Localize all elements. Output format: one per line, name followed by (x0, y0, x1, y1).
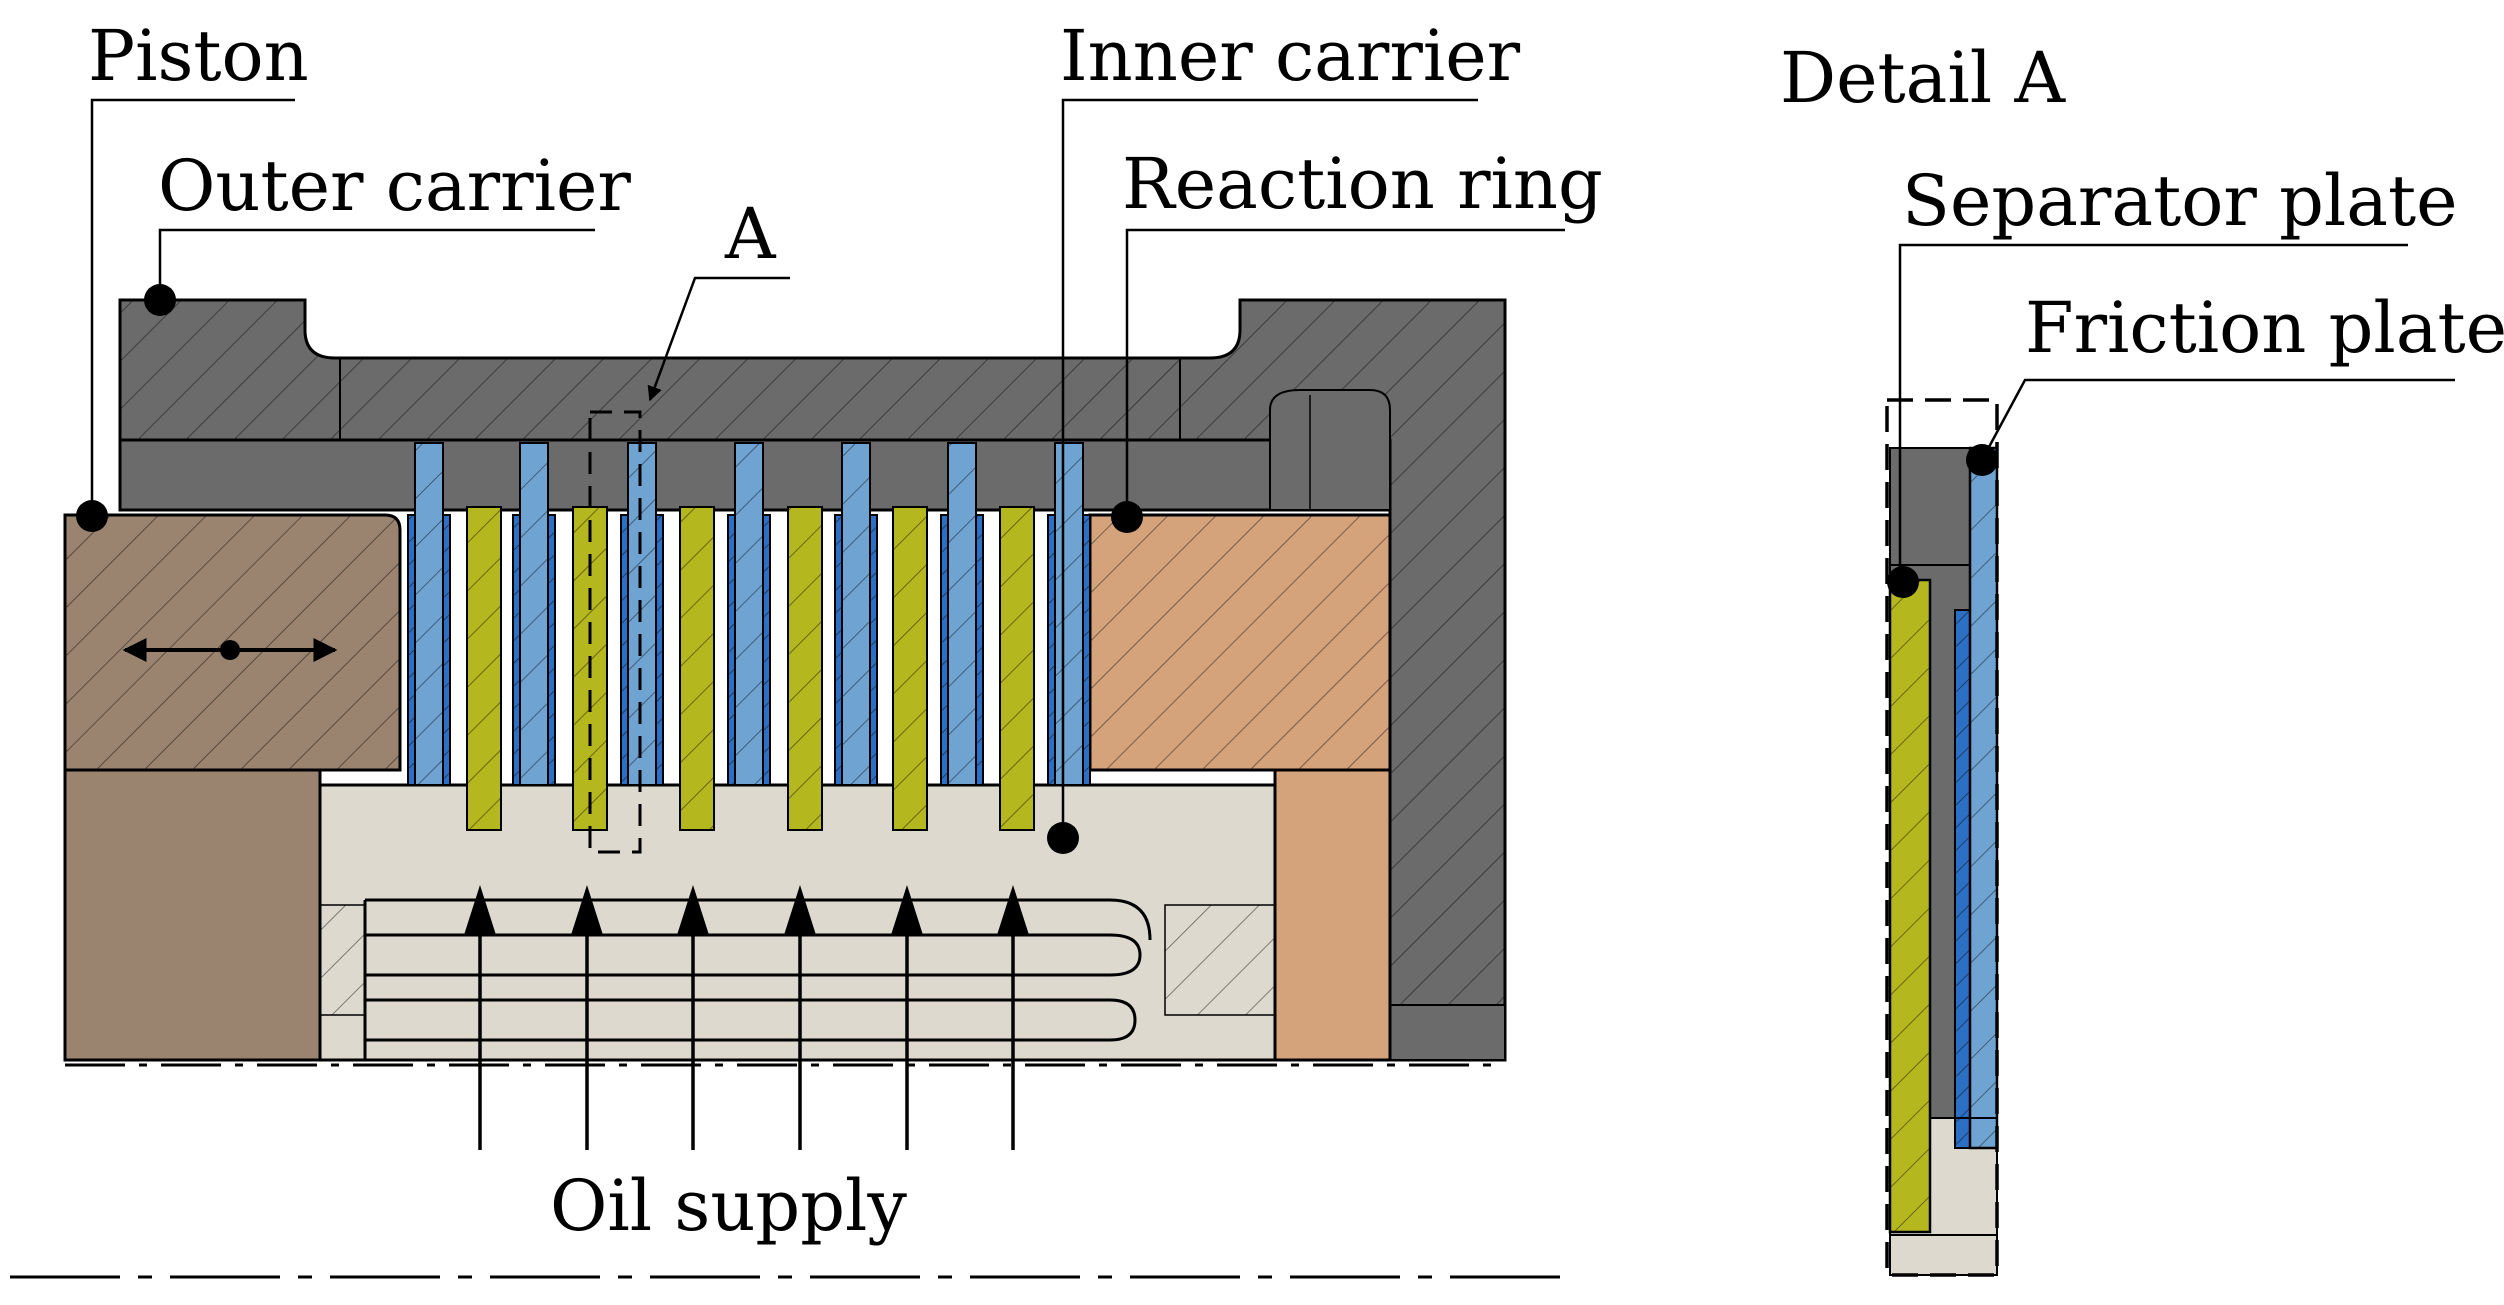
separator-plate-marker (1887, 566, 1919, 598)
detail-a-marker-label: A (724, 193, 777, 275)
friction-plate-label: Friction plate (2025, 287, 2504, 369)
oil-supply-label: Oil supply (550, 1165, 907, 1247)
inner-carrier-label: Inner carrier (1060, 15, 1521, 97)
detail-a-view: Detail A Separator plate Friction plate (1780, 37, 2504, 1277)
oil-channels (363, 898, 1152, 1060)
main-section: Piston Outer carrier Inner carrier React… (10, 15, 1603, 1279)
leader-lines (90, 98, 1565, 840)
outer-carrier-label: Outer carrier (158, 145, 631, 227)
up-arrow-icon (997, 885, 1029, 935)
up-arrow-icon (784, 885, 816, 935)
detail-a-title: Detail A (1780, 37, 2066, 119)
oil-supply-arrows (464, 885, 1029, 1150)
piston-label: Piston (88, 15, 309, 97)
up-arrow-icon (571, 885, 603, 935)
reaction-ring-marker (1111, 501, 1143, 533)
up-arrow-icon (891, 885, 923, 935)
up-arrow-icon (464, 885, 496, 935)
clutch-plates (407, 442, 1091, 831)
separator-plate-label: Separator plate (1902, 160, 2458, 242)
piston-marker (76, 500, 108, 532)
detail-boundary (1885, 398, 1999, 1277)
inner-carrier-marker (1047, 822, 1079, 854)
friction-plate-marker (1966, 444, 1998, 476)
up-arrow-icon (677, 885, 709, 935)
detail-a-box (588, 410, 642, 854)
detail-a-leader (647, 276, 790, 402)
reaction-ring-label: Reaction ring (1122, 143, 1603, 225)
outer-carrier-marker (144, 284, 176, 316)
piston-motion-dot (220, 640, 240, 660)
